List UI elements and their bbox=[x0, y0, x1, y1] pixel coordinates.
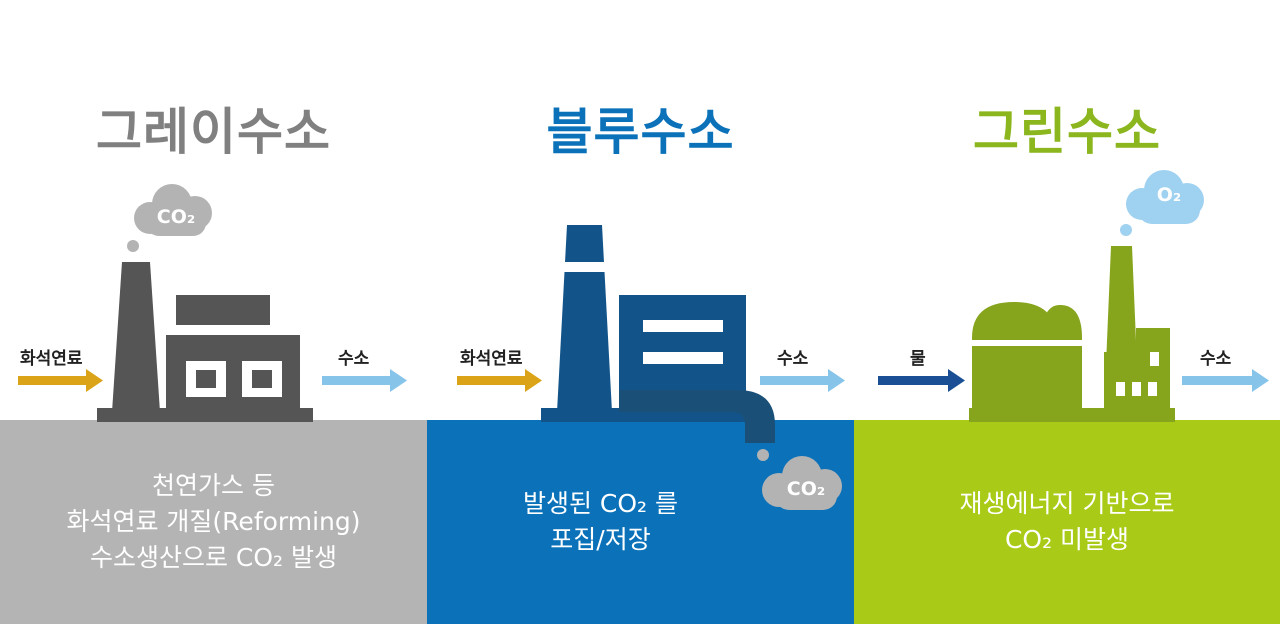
description-line: 천연가스 등 bbox=[152, 471, 275, 500]
hydrogen-output-arrow-icon bbox=[760, 369, 845, 392]
hydrogen-output-label: 수소 bbox=[1200, 349, 1232, 369]
factory-icon bbox=[97, 262, 313, 422]
description-line: 화석연료 개질(Reforming) bbox=[66, 507, 361, 536]
fuel-input-label: 화석연료 bbox=[20, 349, 83, 369]
co2-cloud-icon bbox=[127, 184, 212, 252]
hydrogen-output-arrow-icon bbox=[322, 369, 407, 392]
blue-hydrogen-title: 블루수소 bbox=[546, 103, 735, 161]
o2-cloud-label: O₂ bbox=[1156, 184, 1182, 206]
blue-description-box bbox=[427, 420, 854, 624]
gray-description-box bbox=[0, 420, 427, 624]
factory-icon bbox=[541, 225, 775, 443]
description-line: 재생에너지 기반으로 bbox=[959, 489, 1175, 518]
gray-factory-illustration bbox=[18, 184, 407, 422]
hydrogen-output-label: 수소 bbox=[338, 349, 370, 369]
description-line: CO₂ 미발생 bbox=[1004, 525, 1130, 554]
green-hydrogen-title: 그린수소 bbox=[973, 103, 1161, 161]
gray-hydrogen-title: 그레이수소 bbox=[96, 103, 331, 161]
blue-factory-illustration bbox=[457, 225, 845, 510]
hydrogen-output-label: 수소 bbox=[777, 349, 809, 369]
green-hydrogen-panel: 그린수소 bbox=[854, 0, 1280, 624]
co2-cloud-label: CO₂ bbox=[156, 206, 196, 228]
water-input-label: 물 bbox=[910, 349, 926, 369]
gray-hydrogen-panel: 그레이수소 CO₂ bbox=[0, 0, 427, 624]
o2-cloud-icon bbox=[1120, 170, 1204, 236]
co2-cloud-icon bbox=[757, 449, 842, 510]
fuel-input-arrow-icon bbox=[18, 369, 103, 392]
gray-description-text: 천연가스 등 화석연료 개질(Reforming) 수소생산으로 CO₂ 발생 bbox=[0, 468, 427, 576]
green-description-text: 재생에너지 기반으로 CO₂ 미발생 bbox=[854, 486, 1280, 558]
blue-hydrogen-panel: 블루수소 CO₂ 화석연료 bbox=[427, 0, 854, 624]
description-line: 발생된 CO₂ 를 bbox=[522, 489, 679, 518]
co2-cloud-label: CO₂ bbox=[786, 478, 826, 500]
fuel-input-arrow-icon bbox=[457, 369, 542, 392]
green-description-box bbox=[854, 420, 1280, 624]
water-input-arrow-icon bbox=[878, 369, 965, 392]
blue-description-text: 발생된 CO₂ 를 포집/저장 bbox=[387, 486, 814, 558]
hydrogen-output-arrow-icon bbox=[1182, 369, 1269, 392]
description-line: 수소생산으로 CO₂ 발생 bbox=[89, 543, 338, 572]
fuel-input-label: 화석연료 bbox=[460, 349, 523, 369]
renewable-plant-icon bbox=[969, 246, 1175, 422]
green-factory-illustration bbox=[878, 170, 1269, 422]
description-line: 포집/저장 bbox=[550, 525, 651, 554]
